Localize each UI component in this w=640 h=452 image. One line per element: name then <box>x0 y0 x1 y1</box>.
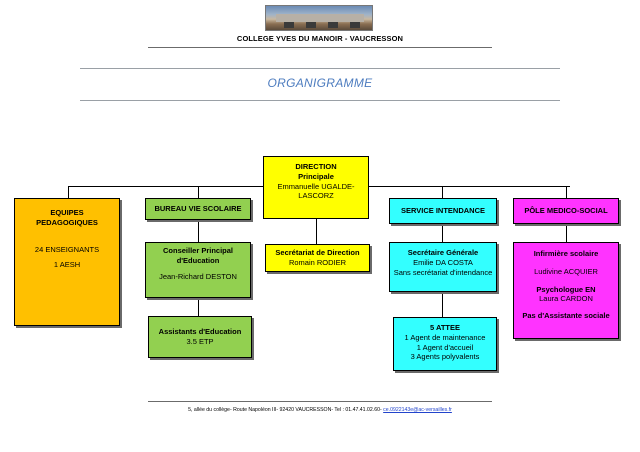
attee-line1: 1 Agent de maintenance <box>404 332 486 342</box>
footer-email-link[interactable]: ce.0922143e@ac-versailles.fr <box>383 407 452 413</box>
assistante-sociale: Pas d'Assistante sociale <box>522 311 610 320</box>
intendance-heading: SERVICE INTENDANCE <box>400 206 486 216</box>
assistants-count: 3.5 ETP <box>186 336 214 346</box>
photo-roof <box>276 14 364 22</box>
connector-medico-detail <box>566 224 567 242</box>
cpe-name: Jean-Richard DESTON <box>159 271 237 281</box>
attee-box: 5 ATTEE 1 Agent de maintenance 1 Agent d… <box>393 317 497 371</box>
assistants-box: Assistants d'Education 3.5 ETP <box>148 316 252 358</box>
vie-scolaire-box: BUREAU VIE SCOLAIRE <box>145 198 251 220</box>
attee-line3: 3 Agents polyvalents <box>410 352 480 362</box>
connector-cpe <box>198 220 199 242</box>
title-rule-bottom <box>80 100 560 101</box>
equipes-heading-line1: EQUIPES <box>50 208 84 217</box>
header-rule <box>148 47 492 48</box>
attee-title: 5 ATTEE <box>429 323 460 332</box>
psy-title: Psychologue EN <box>536 284 596 294</box>
direction-name-line2: LASCORZ <box>298 191 334 201</box>
sg-title: Secrétaire Générale <box>407 248 479 257</box>
photo-window <box>284 22 294 28</box>
infirmiere-name: Ludivine ACQUIER <box>534 266 598 276</box>
secretariat-name: Romain RODIER <box>288 258 347 267</box>
cpe-box: Conseiller Principal d'Education Jean-Ri… <box>145 242 251 298</box>
connector-vie-scolaire <box>198 186 199 198</box>
direction-box: DIRECTION Principale Emmanuelle UGALDE- … <box>263 156 369 219</box>
assistants-title: Assistants d'Education <box>158 327 242 336</box>
equipes-aesh: 1 AESH <box>53 260 81 270</box>
direction-role: Principale <box>298 171 334 181</box>
vie-scolaire-heading: BUREAU VIE SCOLAIRE <box>154 204 242 214</box>
photo-window <box>328 22 338 28</box>
attee-line2: 1 Agent d'accueil <box>416 342 474 352</box>
secretariat-box: Secrétariat de Direction Romain RODIER <box>265 244 370 272</box>
psy-name: Laura CARDON <box>539 294 593 304</box>
connector-attee <box>442 292 443 317</box>
school-name: COLLEGE YVES DU MANOIR - VAUCRESSON <box>236 34 404 43</box>
connector-secretariat <box>316 219 317 244</box>
direction-heading: DIRECTION <box>295 162 337 171</box>
connector-intendance <box>442 186 443 198</box>
footer-rule <box>148 401 492 402</box>
photo-window <box>350 22 360 28</box>
sg-name: Emilie DA COSTA <box>413 257 473 267</box>
footer: 5, allée du collège- Route Napoléon III-… <box>0 407 640 413</box>
connector-equipes <box>68 186 69 198</box>
footer-address: 5, allée du collège- Route Napoléon III-… <box>188 407 384 413</box>
cpe-title-line2: d'Education <box>176 255 220 265</box>
title-rule-top <box>80 68 560 69</box>
school-photo <box>265 5 373 31</box>
medico-box: PÔLE MEDICO-SOCIAL <box>513 198 619 224</box>
connector-medico <box>566 186 567 198</box>
connector-sg <box>442 224 443 242</box>
direction-name-line1: Emmanuelle UGALDE- <box>277 181 355 191</box>
sg-box: Secrétaire Générale Emilie DA COSTA Sans… <box>389 242 497 292</box>
connector-assistants <box>198 298 199 316</box>
photo-window <box>306 22 316 28</box>
medico-detail-box: Infirmière scolaire Ludivine ACQUIER Psy… <box>513 242 619 339</box>
secretariat-heading: Secrétariat de Direction <box>275 248 360 258</box>
sg-note: Sans secrétariat d'intendance <box>393 267 493 277</box>
intendance-box: SERVICE INTENDANCE <box>389 198 497 224</box>
medico-heading: PÔLE MEDICO-SOCIAL <box>524 206 608 216</box>
equipes-enseignants: 24 ENSEIGNANTS <box>34 244 100 254</box>
cpe-title-line1: Conseiller Principal <box>162 246 234 255</box>
page-title: ORGANIGRAMME <box>267 76 373 90</box>
equipes-heading-line2: PEDAGOGIQUES <box>36 217 98 227</box>
equipes-box: EQUIPES PEDAGOGIQUES 24 ENSEIGNANTS 1 AE… <box>14 198 120 326</box>
infirmiere-title: Infirmière scolaire <box>533 249 599 258</box>
